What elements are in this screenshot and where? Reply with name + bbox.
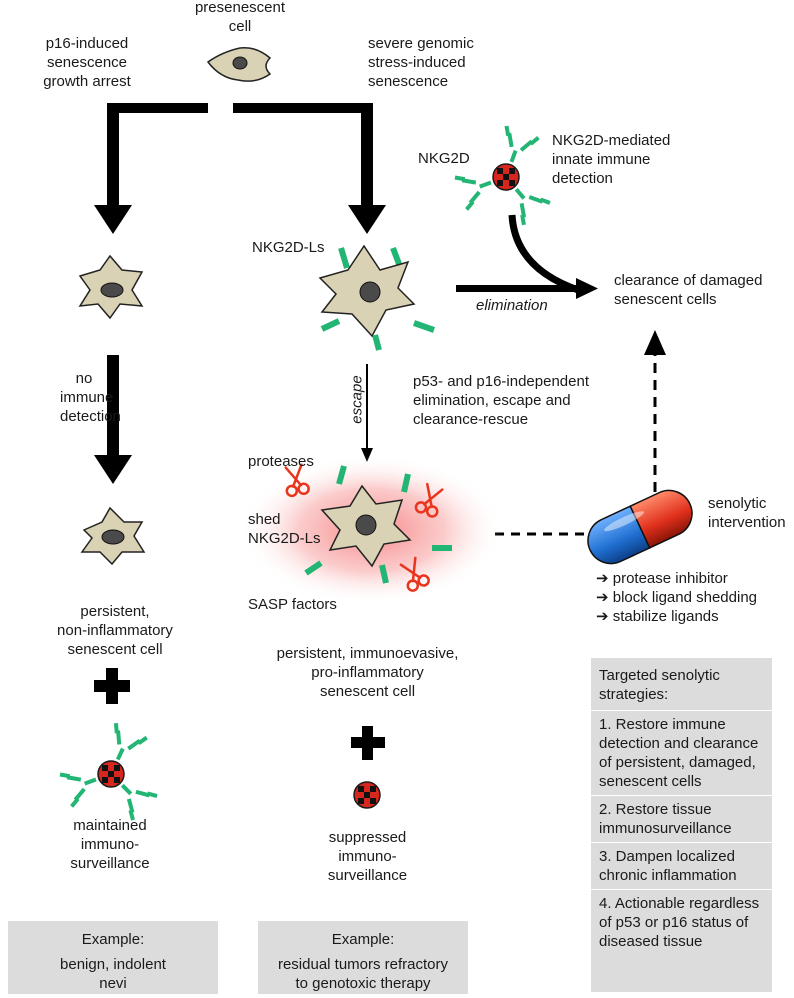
label-persistent-noninflammatory: persistent, non-inflammatory senescent c… [57, 603, 173, 658]
detection-curve [508, 214, 580, 294]
strategy-item: 4. Actionable regardless of p53 or p16 s… [599, 895, 760, 950]
label-sasp: SASP factors [248, 596, 337, 613]
strategy-item: 3. Dampen localized chronic inflammation [599, 848, 737, 884]
example-box-right: Example: residual tumors refractory to g… [258, 921, 468, 994]
label-escape: escape [348, 375, 366, 424]
label-genomic-stress: severe genomic stress-induced senescence [368, 35, 474, 90]
immune-cell-maintained [58, 721, 159, 822]
senescent-cell-persistent-left [80, 506, 146, 566]
strategies-box: Targeted senolytic strategies: 1. Restor… [591, 658, 773, 992]
strategy-item: 2. Restore tissue immunosurveillance [599, 801, 732, 837]
branch-arrows [94, 103, 386, 234]
plus-middle [351, 726, 385, 760]
intervention-item: ➔ protease inhibitor [596, 570, 728, 587]
divider [591, 889, 773, 890]
label-maintained: maintained immuno- surveillance [70, 817, 150, 872]
label-nkg2d-mediated: NKG2D-mediated innate immune detection [552, 132, 671, 187]
divider [591, 795, 773, 796]
senescent-cell-escaped [320, 484, 412, 568]
intervention-item: ➔ stabilize ligands [596, 608, 719, 625]
label-p53-independent: p53- and p16-independent elimination, es… [413, 373, 589, 428]
senescent-cell-ligands [318, 244, 435, 351]
elimination-arrow [456, 278, 598, 299]
strategies-title: Targeted senolytic strategies: [599, 667, 720, 703]
example-title: Example: [81, 931, 145, 948]
nkg2d-immune-cell [453, 124, 552, 227]
label-p16-arrest: p16-induced senescence growth arrest [43, 35, 131, 90]
label-presenescent: presenescent cell [194, 0, 286, 35]
intervention-list: ➔ protease inhibitor ➔ block ligand shed… [596, 569, 757, 626]
divider [591, 710, 773, 711]
label-nkg2d: NKG2D [418, 150, 470, 167]
example-title: Example: [331, 931, 395, 948]
label-elimination: elimination [476, 297, 548, 314]
shed-ligands [304, 465, 452, 584]
label-proteases: proteases [248, 453, 314, 470]
divider [591, 842, 773, 843]
immune-cell-suppressed [353, 781, 381, 809]
label-nkg2d-ligands: NKG2D-Ls [252, 239, 325, 256]
strategy-item: 1. Restore immune detection and clearanc… [599, 716, 759, 790]
example-text: residual tumors refractory to genotoxic … [277, 956, 449, 992]
plus-left [94, 668, 130, 704]
rescue-arrow [644, 330, 666, 492]
senolytic-pill [587, 489, 693, 565]
escape-arrow [361, 364, 373, 462]
senescent-cell-left [78, 254, 144, 320]
label-suppressed: suppressed immuno- surveillance [327, 829, 408, 884]
example-box-left: Example: benign, indolent nevi [8, 921, 218, 994]
arrow-left-down [94, 355, 132, 484]
label-clearance: clearance of damaged senescent cells [614, 272, 763, 308]
presenescent-cell [206, 46, 272, 82]
label-shed-ligands: shed NKG2D-Ls [248, 511, 321, 547]
label-no-immune: no immune detection [60, 370, 121, 425]
example-text: benign, indolent nevi [60, 956, 166, 992]
label-persistent-proinflammatory: persistent, immunoevasive, pro-inflammat… [276, 645, 459, 700]
intervention-item: ➔ block ligand shedding [596, 589, 758, 606]
label-senolytic: senolytic intervention [708, 495, 786, 531]
